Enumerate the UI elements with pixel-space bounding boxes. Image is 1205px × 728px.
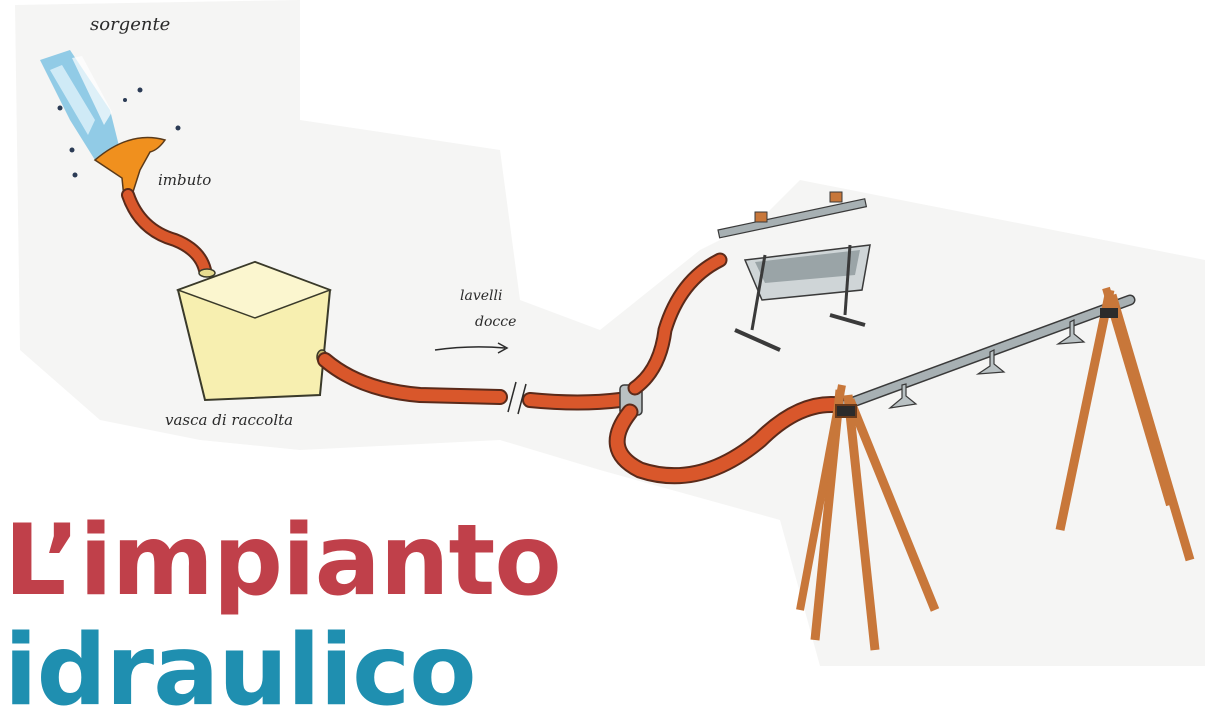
label-flow-showers: docce — [475, 314, 516, 330]
title-line-1: L’impianto — [4, 512, 561, 610]
title-line-2: idraulico — [4, 622, 476, 720]
label-source: sorgente — [90, 14, 170, 35]
label-funnel: imbuto — [158, 171, 211, 189]
label-tank: vasca di raccolta — [165, 411, 293, 429]
collection-tank — [178, 262, 330, 400]
label-flow-sinks: lavelli — [460, 288, 502, 304]
